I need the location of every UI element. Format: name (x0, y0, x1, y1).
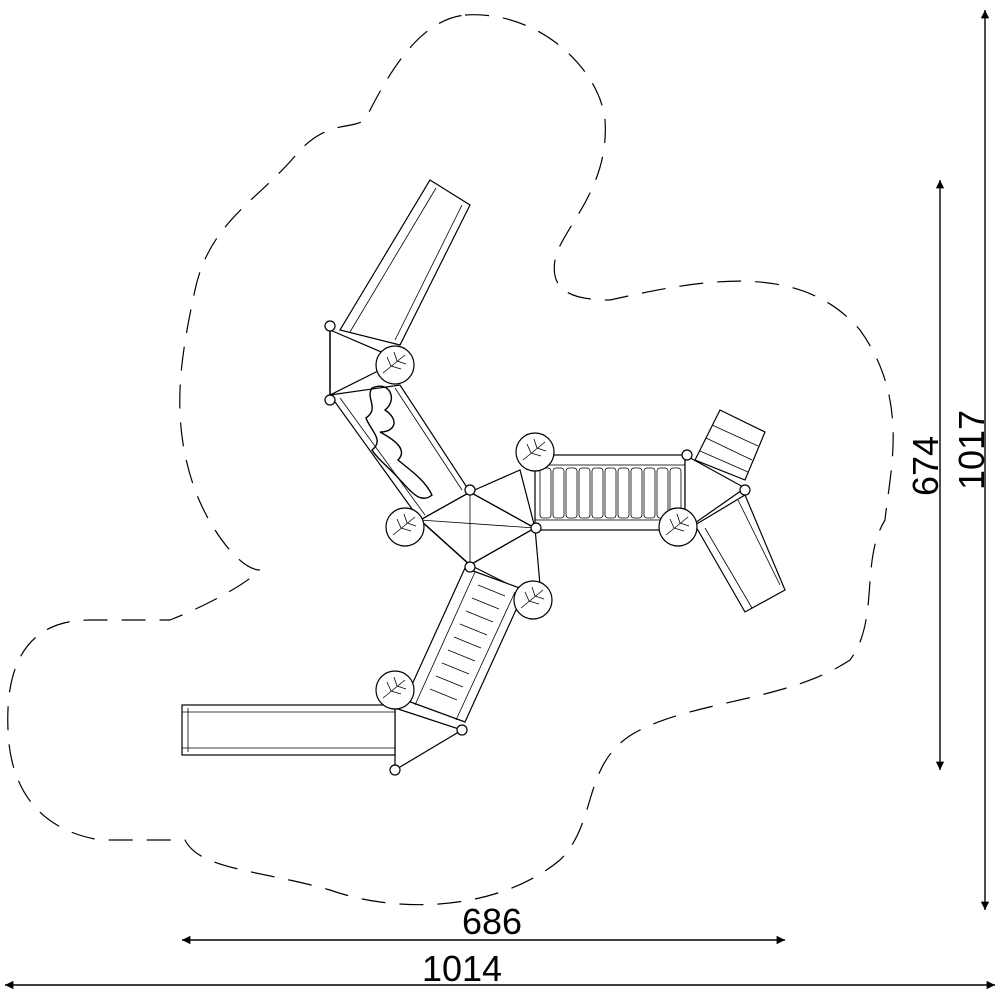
outer-width-label: 1014 (422, 948, 502, 989)
leaf-icon (658, 507, 698, 547)
right-deck (684, 453, 747, 532)
leaf-icon (385, 507, 425, 547)
outer-height-label: 1017 (951, 410, 992, 490)
right-stairs (694, 409, 766, 481)
right-slide (694, 494, 786, 613)
leaf-icon (515, 432, 555, 472)
upper-deck (329, 329, 402, 396)
upper-slide (339, 179, 471, 346)
lower-slide (181, 704, 396, 756)
inner-width-label: 686 (462, 901, 522, 942)
lower-ladder-bridge (404, 567, 526, 723)
width-dimension-outer: 1014 (4, 948, 995, 990)
leaf-icon (375, 345, 415, 385)
leaf-icon (375, 670, 415, 710)
inner-height-label: 674 (905, 436, 946, 496)
height-dimension-inner: 674 (905, 179, 946, 770)
width-dimension-inner: 686 (181, 901, 785, 945)
height-dimension-outer: 1017 (951, 9, 992, 910)
climbing-wall-panel (328, 384, 471, 521)
leaf-icon (513, 580, 553, 620)
safety-zone-outline (7, 14, 894, 906)
